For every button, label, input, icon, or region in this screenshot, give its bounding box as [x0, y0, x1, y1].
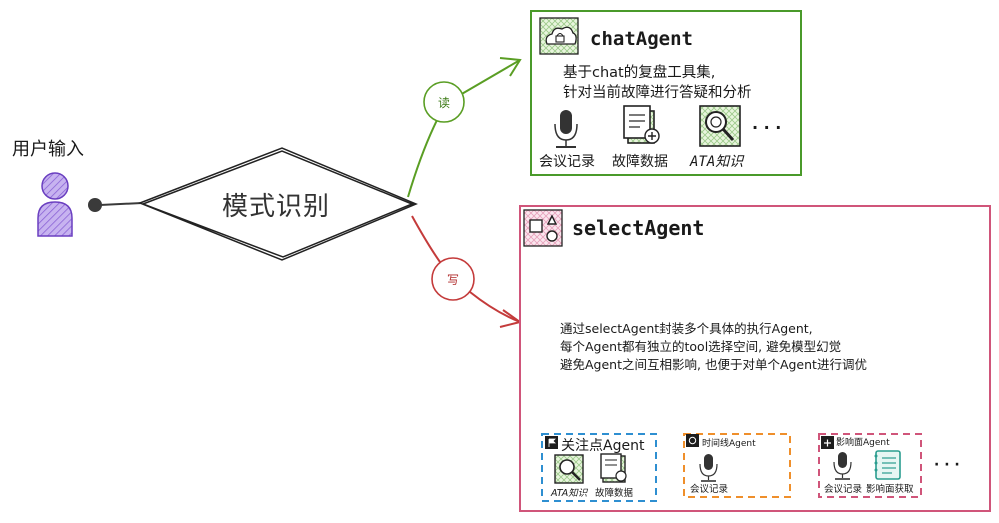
shapes-icon: [523, 209, 563, 247]
impact-microphone-icon: [833, 452, 852, 480]
focus-tool-ata-knowledge: ATA知识: [551, 488, 588, 499]
timeline-agent-icon: [686, 434, 699, 447]
focus-search-icon: [554, 454, 584, 484]
timeline-tool-meeting-notes: 会议记录: [690, 484, 729, 495]
chat-agent-desc-line1: 基于chat的复盘工具集,: [563, 65, 716, 81]
microphone-icon: [554, 110, 578, 148]
chat-tool-meeting-notes: 会议记录: [539, 154, 595, 170]
chat-agent-title: chatAgent: [590, 28, 693, 50]
mode-diamond: [137, 147, 418, 261]
read-edge-label: 读: [438, 96, 450, 110]
select-agent-desc-line2: 每个Agent都有独立的tool选择空间, 避免模型幻觉: [560, 339, 842, 354]
read-edge-line: [407, 59, 521, 198]
select-agent-desc-line1: 通过selectAgent封装多个具体的执行Agent,: [560, 321, 813, 336]
user-connector-dot: [88, 198, 102, 212]
read-arrowhead-icon: [499, 57, 522, 77]
notebook-icon: [874, 450, 901, 480]
select-agent-box: [519, 205, 991, 512]
select-agent-description: 通过selectAgent封装多个具体的执行Agent, 每个Agent都有独立…: [560, 320, 867, 374]
focus-agent-box: [541, 433, 657, 502]
impact-agent-box: [818, 433, 922, 498]
search-knowledge-icon: [699, 105, 741, 147]
impact-tool-scope-fetch: 影响面获取: [866, 484, 914, 495]
user-input-label: 用户输入: [12, 139, 84, 160]
chat-tool-ata-knowledge: ATA知识: [690, 154, 744, 170]
focus-agent-title: 关注点Agent: [561, 438, 645, 454]
select-agent-desc-line3: 避免Agent之间互相影响, 也便于对单个Agent进行调优: [560, 357, 867, 372]
read-edge-badge: [423, 81, 465, 123]
cloud-lock-icon: [539, 17, 579, 55]
document-add-icon: [623, 105, 660, 144]
chat-agent-desc-line2: 针对当前故障进行答疑和分析: [563, 85, 752, 101]
impact-agent-icon: [821, 436, 834, 449]
write-edge-badge: [431, 257, 475, 301]
focus-document-icon: [600, 453, 627, 483]
user-avatar-icon: [37, 172, 73, 237]
impact-tool-meeting-notes: 会议记录: [824, 484, 863, 495]
flag-icon: [545, 436, 558, 449]
chat-agent-description: 基于chat的复盘工具集, 针对当前故障进行答疑和分析: [563, 63, 752, 103]
select-more-ellipsis: · · ·: [934, 457, 960, 473]
user-to-mode-line: [99, 202, 143, 206]
impact-agent-title: 影响面Agent: [836, 438, 890, 448]
select-agent-title: selectAgent: [572, 216, 705, 240]
write-edge-label: 写: [447, 273, 459, 287]
timeline-microphone-icon: [699, 454, 718, 482]
focus-tool-incident-data: 故障数据: [595, 488, 634, 499]
mode-recognition-label: 模式识别: [222, 192, 331, 222]
timeline-agent-box: [683, 433, 791, 498]
chat-more-ellipsis: · · ·: [752, 118, 782, 137]
chat-tool-incident-data: 故障数据: [612, 154, 668, 170]
timeline-agent-title: 时间线Agent: [702, 439, 756, 449]
